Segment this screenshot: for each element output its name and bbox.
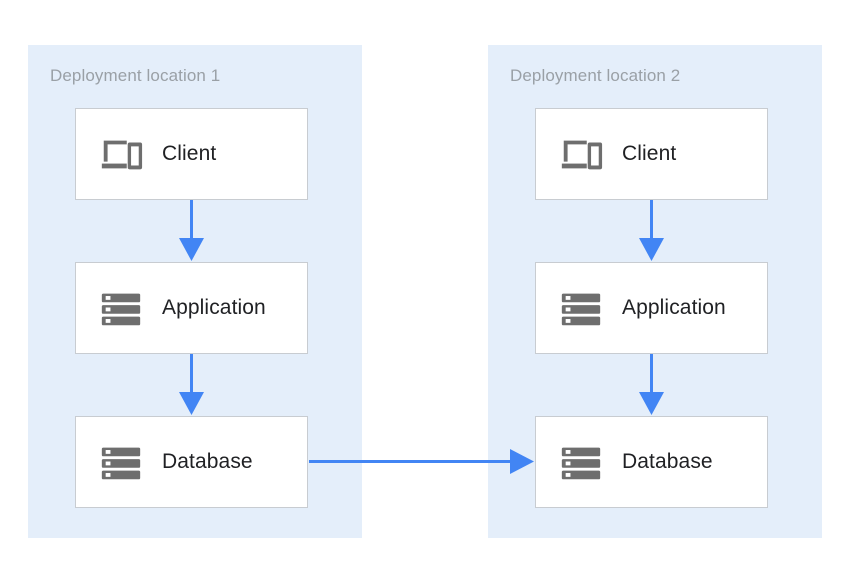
devices-icon	[98, 131, 144, 177]
zone-2-label: Deployment location 2	[510, 66, 681, 85]
node-database-1[interactable]: Database	[75, 416, 308, 508]
server-icon	[558, 285, 604, 331]
server-icon	[98, 439, 144, 485]
node-database-2-label: Database	[622, 450, 713, 473]
zone-1-label: Deployment location 1	[50, 66, 221, 85]
node-client-1[interactable]: Client	[75, 108, 308, 200]
node-application-2[interactable]: Application	[535, 262, 768, 354]
node-database-1-label: Database	[162, 450, 253, 473]
server-icon	[98, 285, 144, 331]
node-client-1-label: Client	[162, 142, 217, 165]
node-client-2-label: Client	[622, 142, 677, 165]
server-icon	[558, 439, 604, 485]
node-database-2[interactable]: Database	[535, 416, 768, 508]
node-application-2-label: Application	[622, 296, 726, 319]
devices-icon	[558, 131, 604, 177]
node-client-2[interactable]: Client	[535, 108, 768, 200]
node-application-1-label: Application	[162, 296, 266, 319]
node-application-1[interactable]: Application	[75, 262, 308, 354]
